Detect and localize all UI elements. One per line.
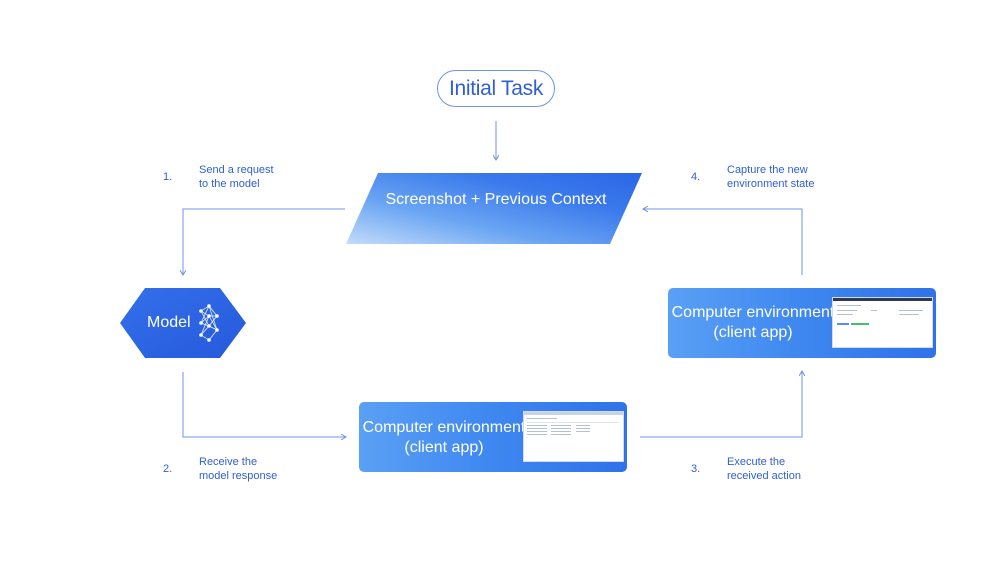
- step-3-line1: Execute the: [727, 456, 786, 468]
- step-1-number: 1.: [163, 171, 173, 183]
- neural-network-icon: [199, 304, 219, 342]
- environment-label-line2: (client app): [404, 439, 484, 456]
- step-2-line2: model response: [199, 470, 278, 482]
- step-1-line1: Send a request: [199, 164, 274, 176]
- arrow-context-to-model: [183, 208, 345, 275]
- environment-label-line2: (client app): [713, 324, 793, 341]
- app-screenshot-thumbnail: [832, 297, 933, 348]
- step-4-line1: Capture the new: [727, 164, 808, 176]
- step-1-label: Send a request to the model: [199, 163, 274, 191]
- environment-label-line1: Computer environment: [671, 304, 835, 321]
- model-node-shape: [120, 288, 246, 358]
- step-4-number: 4.: [691, 171, 701, 183]
- environment-node-bottom: Computer environment (client app): [359, 402, 627, 472]
- step-3-line2: received action: [727, 470, 801, 482]
- step-4-line2: environment state: [727, 178, 815, 190]
- environment-label: Computer environment (client app): [361, 418, 527, 458]
- step-1-line2: to the model: [199, 178, 260, 190]
- environment-label: Computer environment (client app): [670, 303, 836, 343]
- arrow-model-to-environment: [182, 372, 346, 437]
- arrow-environment-to-environment: [640, 371, 802, 438]
- environment-label-line1: Computer environment: [362, 419, 526, 436]
- environment-node-right: Computer environment (client app): [668, 288, 936, 358]
- arrow-environment-to-context: [643, 209, 803, 275]
- model-node-label: Model: [147, 314, 191, 331]
- step-2-number: 2.: [163, 463, 173, 475]
- app-screenshot-thumbnail: [523, 411, 624, 462]
- step-2-line1: Receive the: [199, 456, 258, 468]
- step-2-label: Receive the model response: [199, 455, 277, 483]
- context-node-label: Screenshot + Previous Context: [385, 191, 607, 208]
- step-3-label: Execute the received action: [727, 455, 801, 483]
- step-4-label: Capture the new environment state: [727, 163, 814, 191]
- context-node-shape: [346, 173, 642, 244]
- initial-task-node: Initial Task: [437, 70, 555, 107]
- step-3-number: 3.: [691, 463, 701, 475]
- initial-task-label: Initial Task: [448, 76, 544, 100]
